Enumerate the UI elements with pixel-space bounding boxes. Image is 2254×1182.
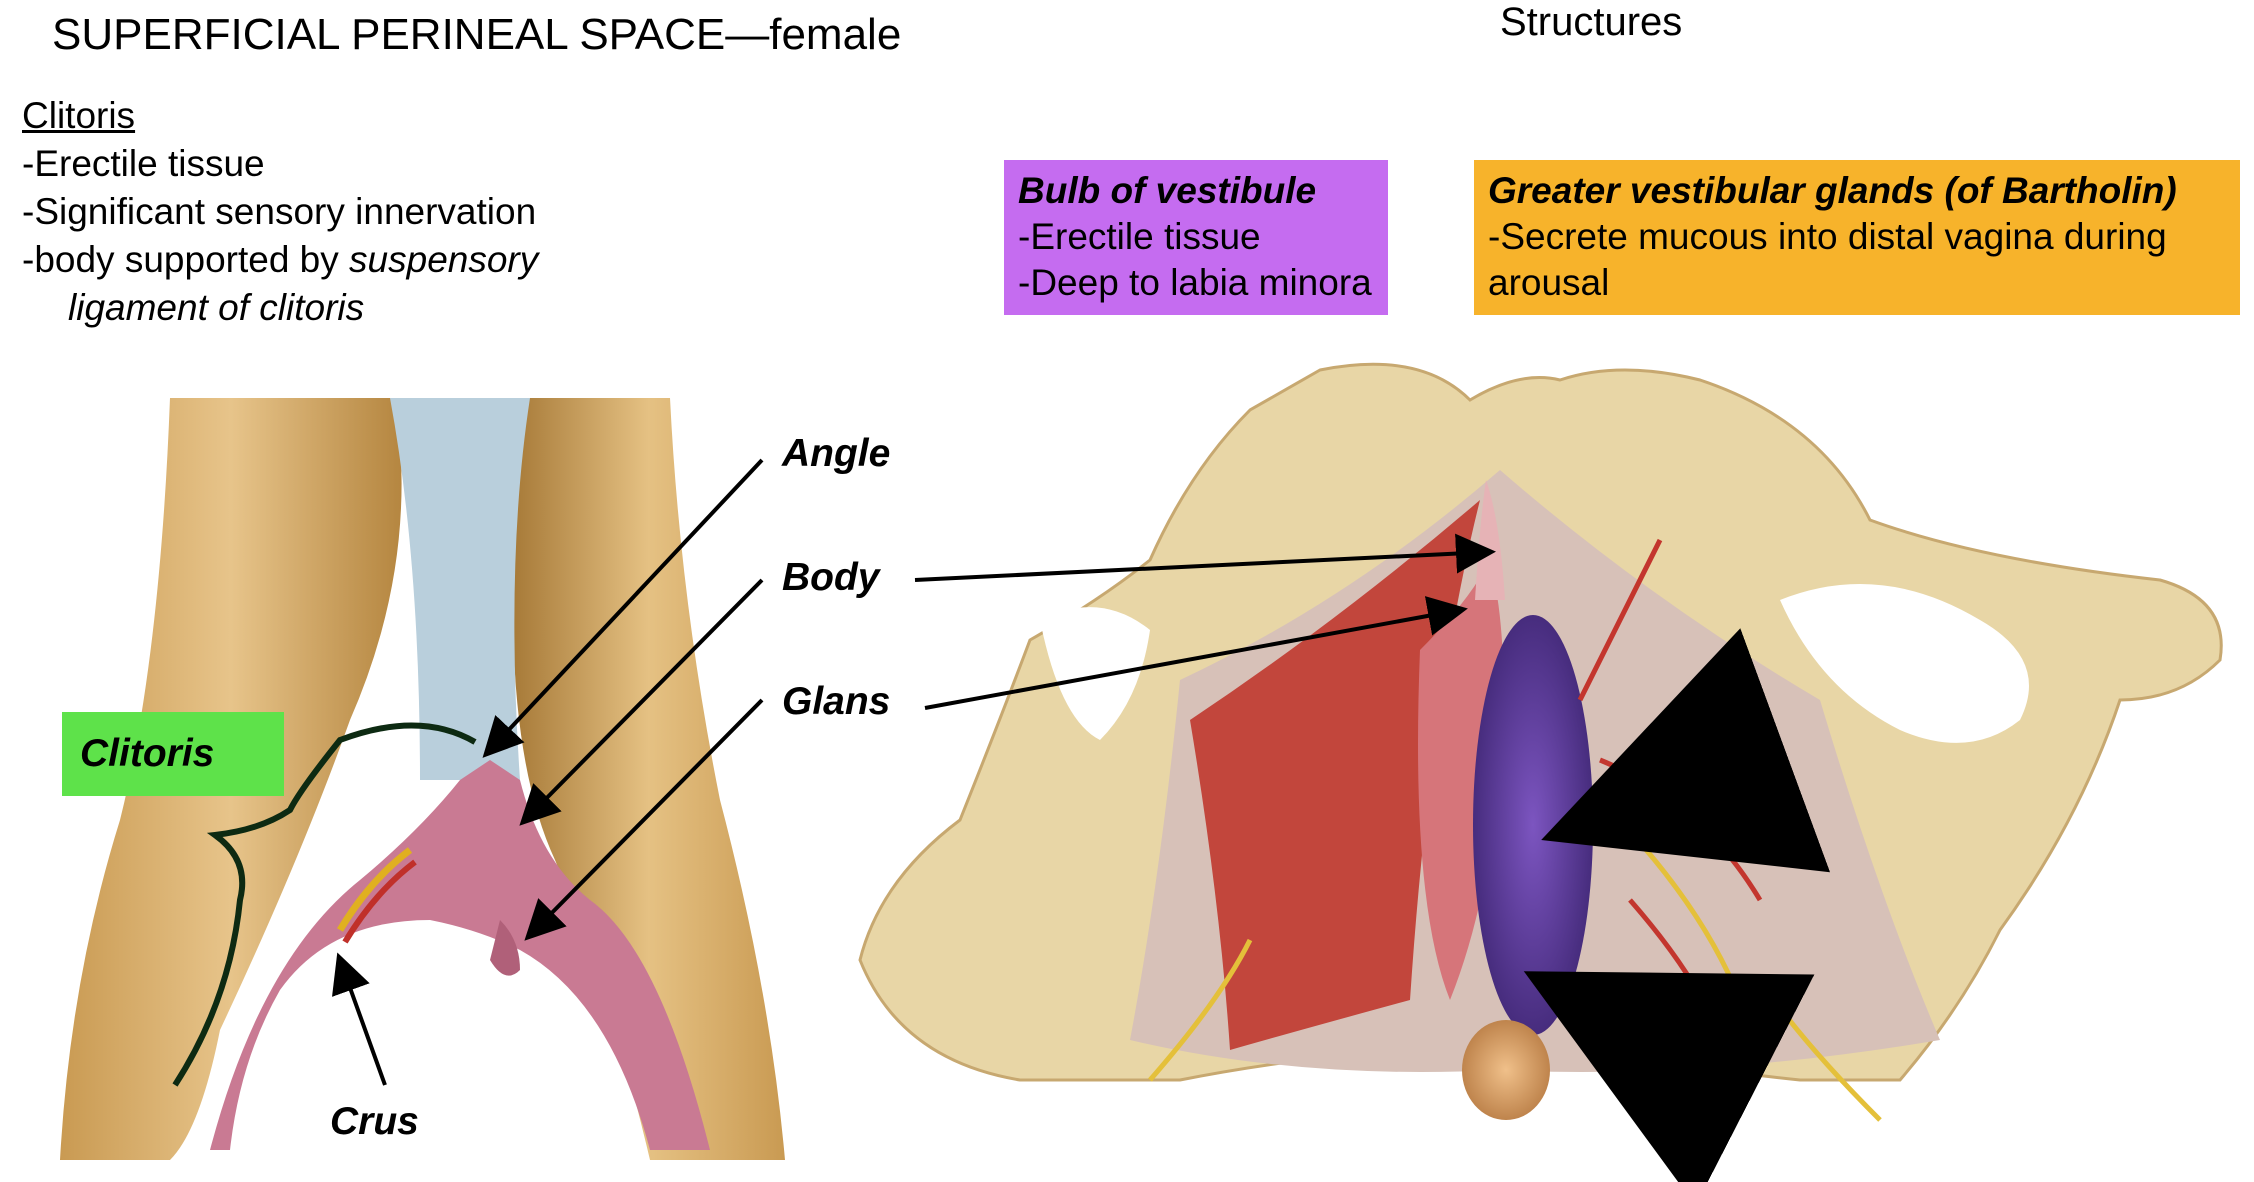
clitoris-note-3-prefix: -body supported by <box>22 239 350 280</box>
glans-left <box>490 920 520 976</box>
label-body: Body <box>782 556 880 599</box>
clitoris-notes-heading: Clitoris <box>22 95 136 136</box>
bulb-heading: Bulb of vestibule <box>1018 170 1317 211</box>
glands-line-1: -Secrete mucous into distal vagina durin… <box>1488 216 2167 257</box>
clitoris-note-2: -Significant sensory innervation <box>22 191 537 232</box>
gland-yellow-arrow <box>1523 971 1815 1182</box>
left-bone-right <box>512 398 785 1160</box>
label-crus: Crus <box>330 1100 419 1143</box>
nerve-left <box>336 847 413 932</box>
clitoris-pink <box>210 760 710 1150</box>
page-title: SUPERFICIAL PERINEAL SPACE—female <box>52 10 902 59</box>
clitoris-note-3: -body supported by suspensory <box>22 236 538 284</box>
clitoris-note-1: -Erectile tissue <box>22 143 265 184</box>
arrow-glans <box>524 698 764 941</box>
clitoris-notes: Clitoris -Erectile tissue -Significant s… <box>22 92 538 332</box>
label-glans: Glans <box>782 680 891 723</box>
glands-line-2: arousal <box>1488 262 1610 303</box>
greater-vestibular-gland <box>1462 1020 1550 1120</box>
clitoris-note-4: ligament of clitoris <box>68 287 365 328</box>
section-header: Structures <box>1500 0 1683 44</box>
arrow-crus <box>332 952 387 1086</box>
foramen-left <box>1040 607 1150 740</box>
arrow-glans-right <box>924 596 1468 710</box>
greater-vestibular-glands-callout: Greater vestibular glands (of Bartholin)… <box>1474 160 2240 315</box>
clitoris-label-tag: Clitoris <box>62 712 284 796</box>
bulb-of-vestibule <box>1473 615 1593 1035</box>
clitoris-bracket <box>172 722 477 1087</box>
bulb-purple-arrow <box>1541 628 1831 873</box>
artery-left <box>342 859 417 944</box>
left-arrows <box>332 458 764 1086</box>
right-illustration-perineum <box>858 362 2223 1182</box>
suspensory-ligament <box>390 398 530 780</box>
arrow-body <box>519 578 764 826</box>
bulb-line-2: -Deep to labia minora <box>1018 262 1372 303</box>
foramen-right <box>1780 584 2029 743</box>
bulb-line-1: -Erectile tissue <box>1018 216 1261 257</box>
right-arrows <box>914 533 1496 710</box>
bulb-of-vestibule-callout: Bulb of vestibule -Erectile tissue -Deep… <box>1004 160 1388 315</box>
arrow-body-right <box>914 533 1496 582</box>
glands-heading: Greater vestibular glands (of Bartholin) <box>1488 170 2177 211</box>
arrow-angle <box>482 458 764 758</box>
ischiocavernosus-left <box>1190 500 1480 1050</box>
label-angle: Angle <box>782 432 891 475</box>
clitoris-note-3-italic: suspensory <box>349 239 539 280</box>
